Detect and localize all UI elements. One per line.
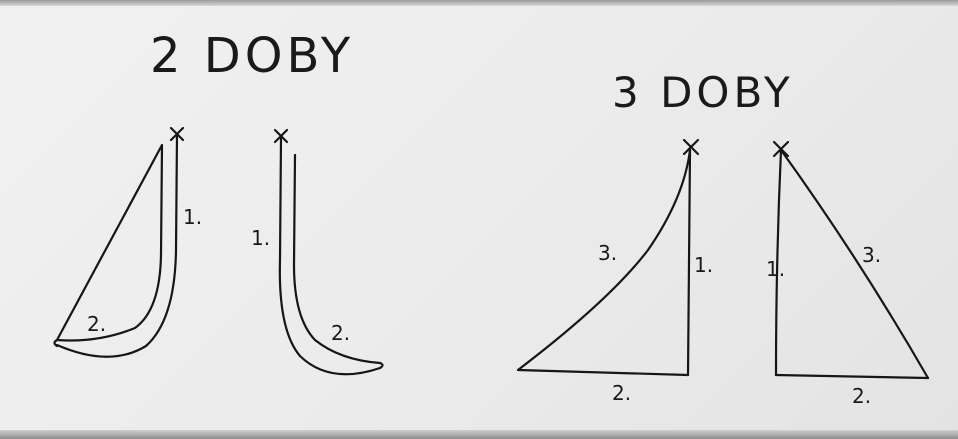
beat-label-2: 2. (331, 321, 350, 345)
beat-path-inner (292, 153, 382, 365)
beat-path-outer (55, 132, 179, 358)
beat-path-join (53, 338, 59, 348)
two-beat-pattern-right: 1. 2. (251, 128, 384, 376)
beat-path-inner (55, 143, 164, 342)
beat-label-3: 3. (598, 241, 617, 265)
beat-label-3: 3. (862, 243, 881, 267)
background-edge-top (0, 0, 958, 6)
beat-path-3-diagonal (779, 148, 930, 380)
start-cross-mark (273, 128, 289, 144)
beat-path-outer (278, 136, 382, 376)
heading-two-beats: 2 DOBY (150, 28, 355, 84)
beat-path-2-base (774, 373, 930, 380)
beat-label-1: 1. (694, 253, 713, 277)
beat-path-join (378, 361, 384, 370)
beat-label-2: 2. (87, 312, 106, 336)
three-beat-pattern-right: 1. 2. 3. (766, 140, 930, 408)
beat-path-2-base (516, 368, 690, 377)
start-cross-mark (682, 138, 700, 156)
beat-label-1: 1. (766, 257, 785, 281)
beat-label-1: 1. (251, 226, 270, 250)
three-beat-pattern-left: 1. 2. 3. (516, 138, 713, 405)
beat-path-3-curve (516, 148, 692, 372)
background-edge-bottom (0, 430, 958, 439)
beat-path-1-vertical (774, 148, 783, 377)
beat-label-1: 1. (183, 205, 202, 229)
beat-label-2: 2. (612, 381, 631, 405)
heading-three-beats: 3 DOBY (612, 68, 794, 117)
beat-label-2: 2. (852, 384, 871, 408)
beat-path-1-vertical (686, 148, 692, 377)
two-beat-pattern-left: 1. 2. (53, 126, 202, 358)
